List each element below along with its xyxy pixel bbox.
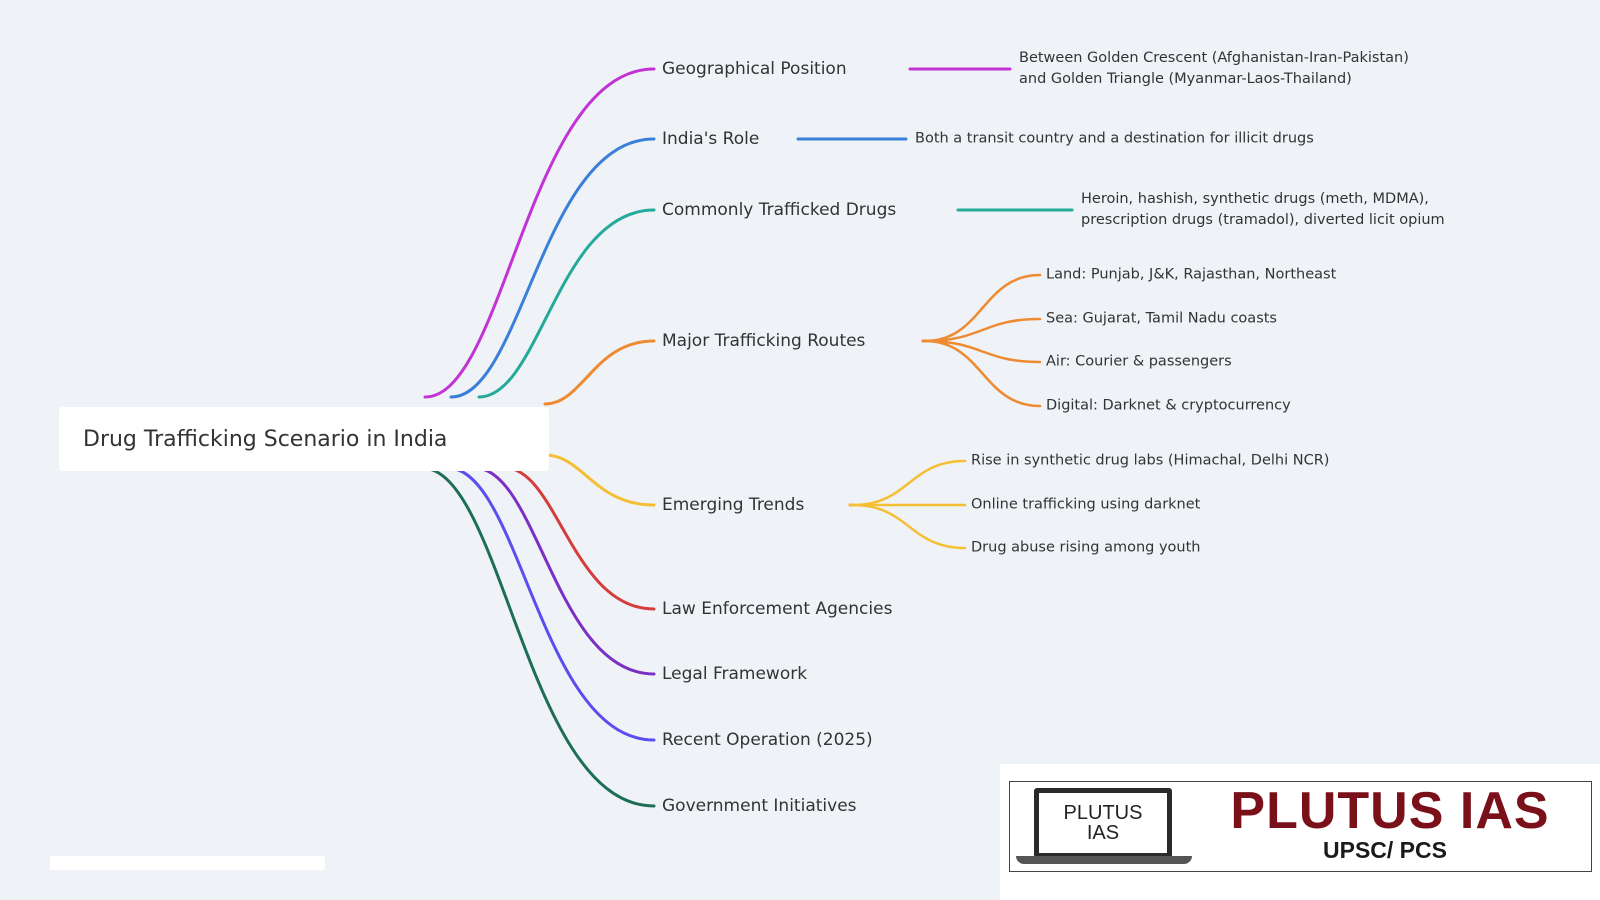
plutus-ias-logo: PLUTUS IAS PLUTUS IAS UPSC/ PCS [1000, 764, 1600, 900]
branch-node-gov[interactable]: Government Initiatives [662, 796, 857, 816]
laptop-base [1016, 856, 1192, 864]
branch-node-drugs[interactable]: Commonly Trafficked Drugs [662, 200, 897, 220]
laptop-screen-line2: IAS [1086, 822, 1120, 844]
logo-tagline: UPSC/ PCS [1323, 837, 1447, 863]
branch-connector-geo [423, 67, 656, 399]
leaf-connector-routes-0 [923, 273, 1042, 343]
leaf-node-routes-1[interactable]: Sea: Gujarat, Tamil Nadu coasts [1046, 309, 1277, 330]
leaf-text-line: and Golden Triangle (Myanmar-Laos-Thaila… [1019, 71, 1352, 87]
leaf-text-line: Land: Punjab, J&K, Rajasthan, Northeast [1046, 266, 1337, 283]
root-label: Drug Trafficking Scenario in India [83, 426, 448, 452]
leaf-connector-trends-0 [851, 459, 967, 507]
leaf-node-geo-0[interactable]: Between Golden Crescent (Afghanistan-Ira… [1019, 48, 1409, 90]
branch-node-law[interactable]: Law Enforcement Agencies [662, 599, 893, 619]
logo-frame: PLUTUS IAS PLUTUS IAS UPSC/ PCS [1009, 781, 1592, 872]
leaf-text-line: Sea: Gujarat, Tamil Nadu coasts [1046, 310, 1277, 327]
branch-connector-trends [543, 453, 656, 507]
branch-node-role[interactable]: India's Role [662, 129, 760, 149]
leaf-node-trends-1[interactable]: Online trafficking using darknet [971, 495, 1200, 516]
leaf-node-role-0[interactable]: Both a transit country and a destination… [915, 129, 1314, 150]
branch-node-op[interactable]: Recent Operation (2025) [662, 730, 873, 750]
laptop-icon: PLUTUS IAS [1034, 788, 1172, 858]
branch-connector-gov [420, 466, 656, 808]
leaf-node-trends-2[interactable]: Drug abuse rising among youth [971, 538, 1200, 559]
laptop-screen-line1: PLUTUS [1063, 802, 1143, 824]
branch-node-geo[interactable]: Geographical Position [662, 59, 847, 79]
leaf-node-trends-0[interactable]: Rise in synthetic drug labs (Himachal, D… [971, 451, 1329, 472]
leaf-node-routes-3[interactable]: Digital: Darknet & cryptocurrency [1046, 396, 1291, 417]
leaf-text-line: Rise in synthetic drug labs (Himachal, D… [971, 452, 1330, 469]
branch-connector-legal [473, 466, 656, 676]
branch-connector-op [446, 466, 656, 742]
leaf-connector-routes-1 [923, 317, 1042, 343]
leaf-text-line: Air: Courier & passengers [1046, 353, 1232, 370]
leaf-connector-trends-2 [851, 503, 967, 550]
branch-node-legal[interactable]: Legal Framework [662, 664, 808, 684]
leaf-text-line: Between Golden Crescent (Afghanistan-Ira… [1019, 50, 1409, 66]
branch-node-trends[interactable]: Emerging Trends [662, 495, 805, 515]
leaf-connector-routes-3 [923, 339, 1042, 408]
blank-strip [50, 856, 325, 870]
leaf-text-line: Digital: Darknet & cryptocurrency [1046, 397, 1291, 414]
leaf-node-routes-2[interactable]: Air: Courier & passengers [1046, 352, 1232, 373]
leaf-text-line: prescription drugs (tramadol), diverted … [1081, 212, 1445, 228]
leaf-text-line: Drug abuse rising among youth [971, 539, 1201, 556]
branch-node-routes[interactable]: Major Trafficking Routes [662, 331, 866, 351]
branch-connector-role [449, 137, 656, 399]
leaf-connector-routes-2 [923, 339, 1042, 364]
leaf-text-line: Heroin, hashish, synthetic drugs (meth, … [1081, 191, 1429, 207]
branch-connector-routes [543, 339, 656, 406]
branch-connector-drugs [477, 208, 656, 399]
leaf-node-routes-0[interactable]: Land: Punjab, J&K, Rajasthan, Northeast [1046, 265, 1336, 286]
branch-connector-law [503, 466, 656, 611]
leaf-text-line: Online trafficking using darknet [971, 496, 1201, 513]
leaf-text-line: Both a transit country and a destination… [915, 130, 1314, 147]
leaf-node-drugs-0[interactable]: Heroin, hashish, synthetic drugs (meth, … [1081, 189, 1445, 231]
logo-brand-name: PLUTUS IAS [1230, 782, 1550, 840]
root-node[interactable]: Drug Trafficking Scenario in India [59, 407, 549, 471]
